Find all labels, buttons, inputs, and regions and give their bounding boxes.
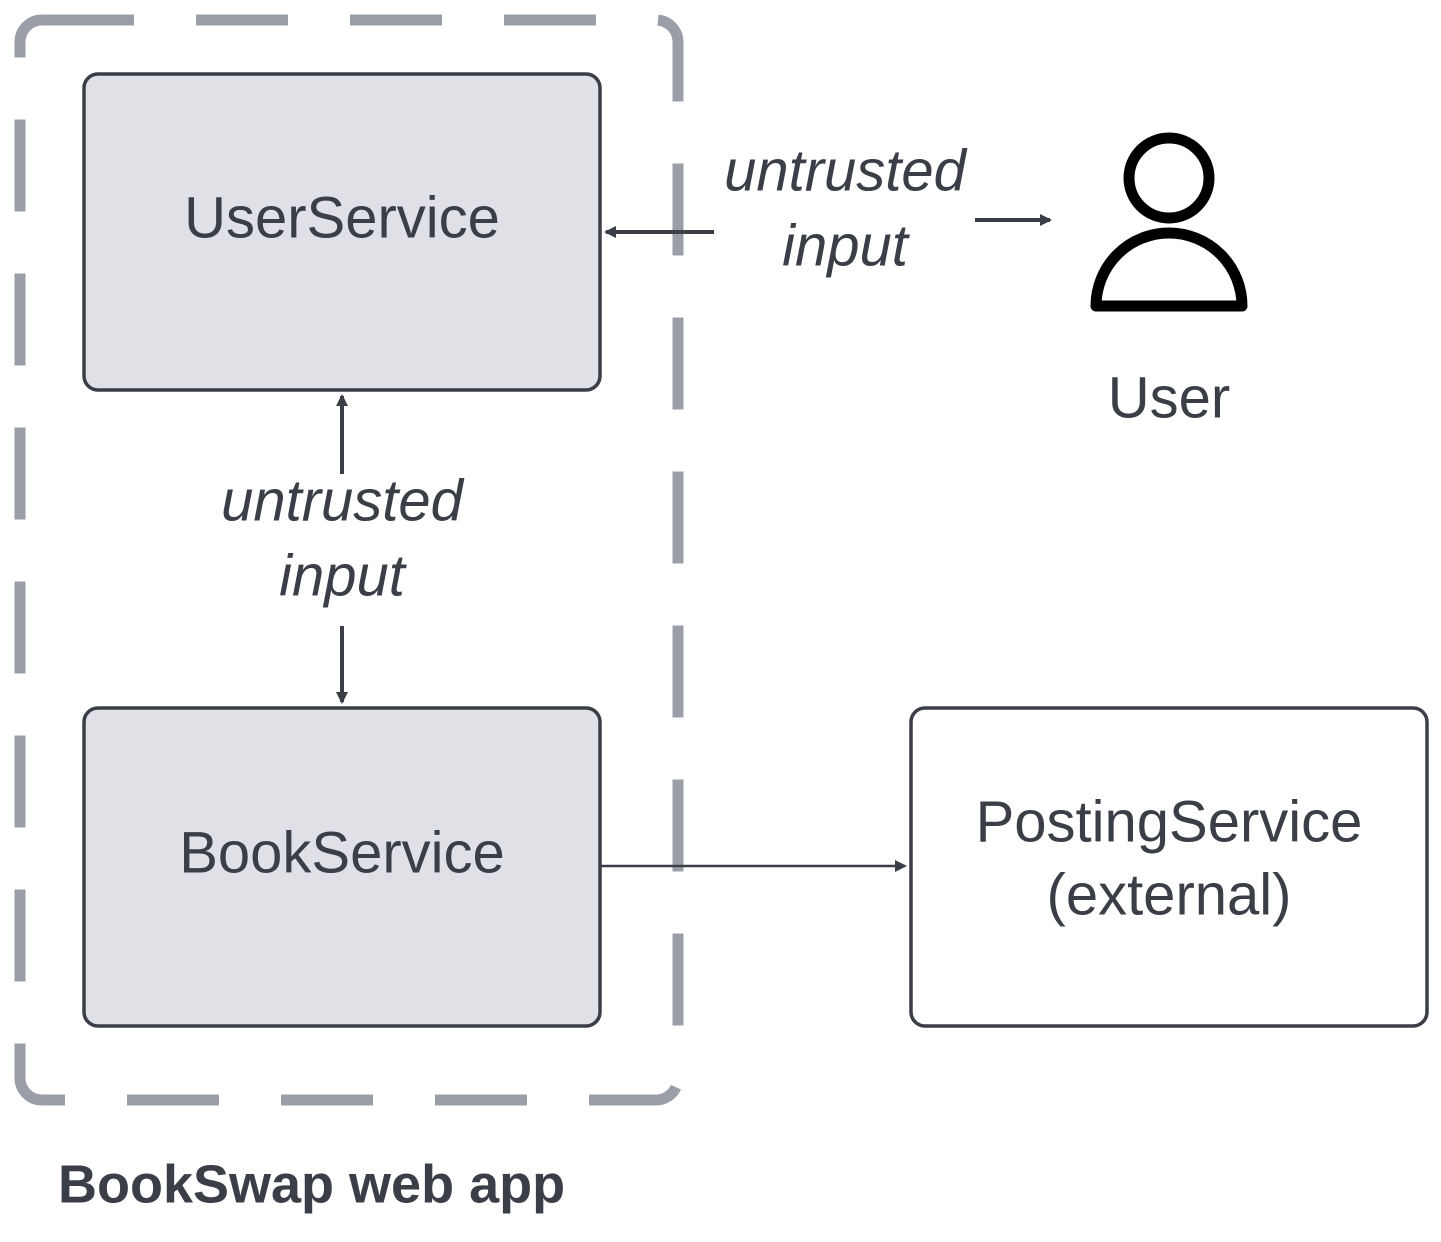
bookswap-group-label: BookSwap web app — [58, 1154, 565, 1214]
user-actor[interactable]: User — [1090, 132, 1248, 430]
edge-user-userservice: untrusted input — [604, 138, 1052, 278]
postingservice-external-label: (external) — [1047, 862, 1292, 927]
userservice-box — [82, 72, 602, 392]
edge-book-label-line2: input — [279, 543, 408, 608]
postingservice-node[interactable]: PostingService (external) — [909, 706, 1429, 1028]
user-label: User — [1108, 365, 1230, 430]
bookservice-label: BookService — [179, 820, 505, 885]
edge-user-label-line2: input — [782, 213, 911, 278]
userservice-label: UserService — [184, 185, 500, 250]
userservice-node[interactable]: UserService — [82, 72, 602, 392]
edge-user-label-line1: untrusted — [724, 138, 968, 203]
edge-userservice-bookservice: untrusted input — [221, 394, 465, 704]
postingservice-label: PostingService — [976, 789, 1363, 854]
postingservice-box — [909, 706, 1429, 1028]
edge-book-label-line1: untrusted — [221, 468, 465, 533]
person-icon — [1090, 132, 1248, 312]
bookswap-group-boundary — [14, 14, 684, 1106]
bookservice-node[interactable]: BookService — [82, 706, 602, 1028]
